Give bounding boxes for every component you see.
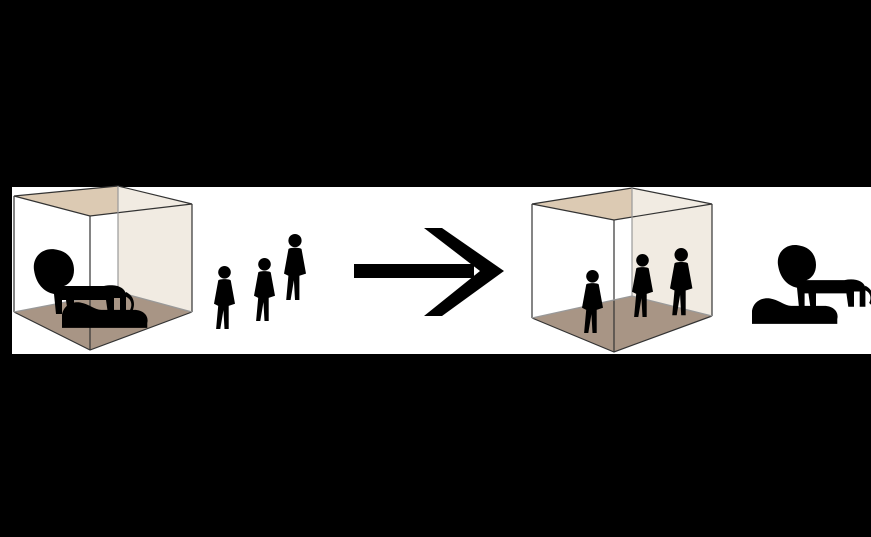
lion-standing-icon <box>778 245 871 307</box>
lions-group <box>752 245 871 324</box>
person-icon <box>214 266 235 329</box>
person-icon <box>254 258 275 321</box>
left-cage <box>14 186 192 350</box>
right-cage <box>532 188 712 352</box>
lion-lying-icon <box>752 298 838 324</box>
arrow-right-icon <box>354 228 504 316</box>
people-group <box>214 234 306 329</box>
person-icon <box>284 234 306 300</box>
